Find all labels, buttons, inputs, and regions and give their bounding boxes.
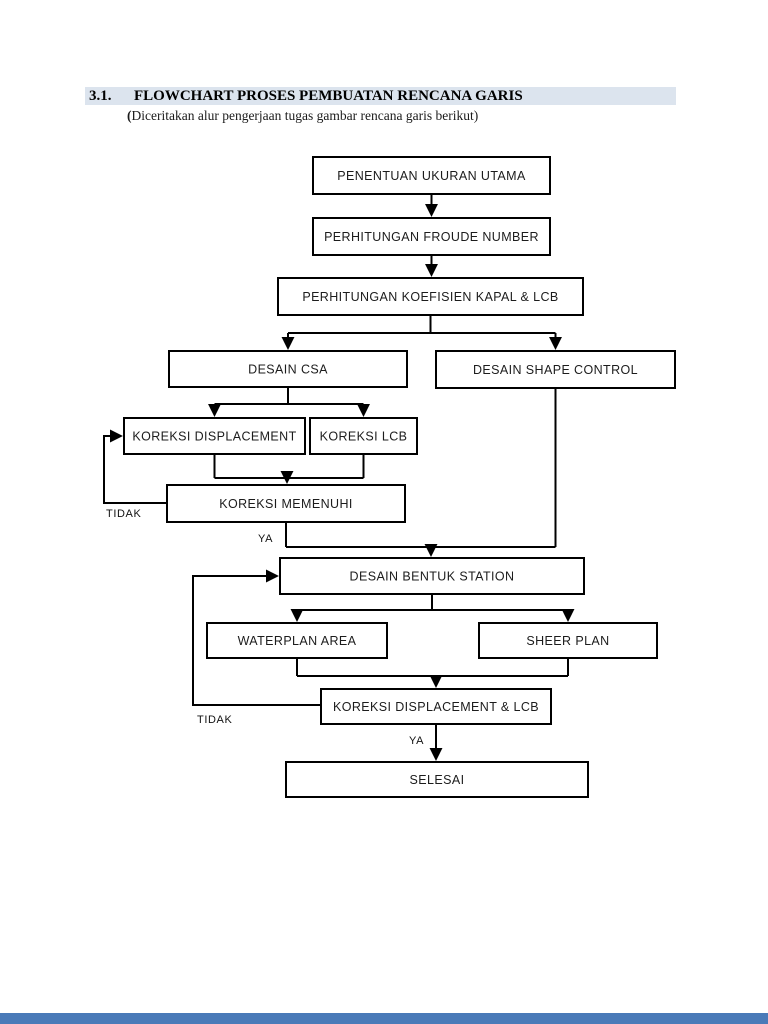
flow-label-desain-csa: DESAIN CSA [248,363,328,377]
flow-arrow-tidak-loop1 [103,429,167,504]
flow-label-koreksi-displacement: KOREKSI DISPLACEMENT [132,430,296,444]
subtitle-paren: ( [127,108,132,123]
section-heading: 3.1. FLOWCHART PROSES PEMBUATAN RENCANA … [85,87,676,105]
flow-label-waterplan-area: WATERPLAN AREA [238,634,357,648]
flow-box-sheer-plan [478,622,658,659]
flow-label-desain-bentuk-station: DESAIN BENTUK STATION [350,570,515,584]
footer-accent-bar [0,1013,768,1024]
flow-label-koreksi-memenuhi: KOREKSI MEMENUHI [219,497,353,511]
flow-box-penentuan-ukuran-utama [312,156,551,195]
flow-label-koreksi-lcb: KOREKSI LCB [320,430,408,444]
flow-label-sheer-plan: SHEER PLAN [526,634,609,648]
edge-label-tidak-1: TIDAK [106,508,141,520]
flow-arrow-tidak-loop2 [192,569,321,706]
edge-label-ya-1: YA [258,533,273,545]
flow-box-desain-shape-control [435,350,676,389]
flow-label-koreksi-displacement-lcb: KOREKSI DISPLACEMENT & LCB [333,700,539,714]
flow-box-perhitungan-koefisien-kapal-lcb [277,277,584,316]
flow-label-penentuan-ukuran-utama: PENENTUAN UKURAN UTAMA [337,169,526,183]
flow-box-selesai [285,761,589,798]
flow-box-desain-bentuk-station [279,557,585,595]
flow-box-koreksi-displacement-lcb [320,688,552,725]
section-subtitle: (Diceritakan alur pengerjaan tugas gamba… [127,108,478,124]
subtitle-text: Diceritakan alur pengerjaan tugas gambar… [131,108,479,123]
flow-box-koreksi-memenuhi [166,484,406,523]
edge-label-tidak-2: TIDAK [197,714,232,726]
flow-label-selesai: SELESAI [410,773,465,787]
section-number: 3.1. [89,88,112,104]
edge-label-ya-2: YA [409,735,424,747]
flow-box-waterplan-area [206,622,388,659]
flow-box-perhitungan-froude-number [312,217,551,256]
flow-box-desain-csa [168,350,408,388]
flow-label-desain-shape-control: DESAIN SHAPE CONTROL [473,363,638,377]
flow-label-perhitungan-koefisien-kapal-lcb: PERHITUNGAN KOEFISIEN KAPAL & LCB [302,290,558,304]
flow-box-koreksi-lcb [309,417,418,455]
flow-label-perhitungan-froude-number: PERHITUNGAN FROUDE NUMBER [324,230,539,244]
section-title: FLOWCHART PROSES PEMBUATAN RENCANA GARIS [134,88,523,104]
flow-box-koreksi-displacement [123,417,306,455]
